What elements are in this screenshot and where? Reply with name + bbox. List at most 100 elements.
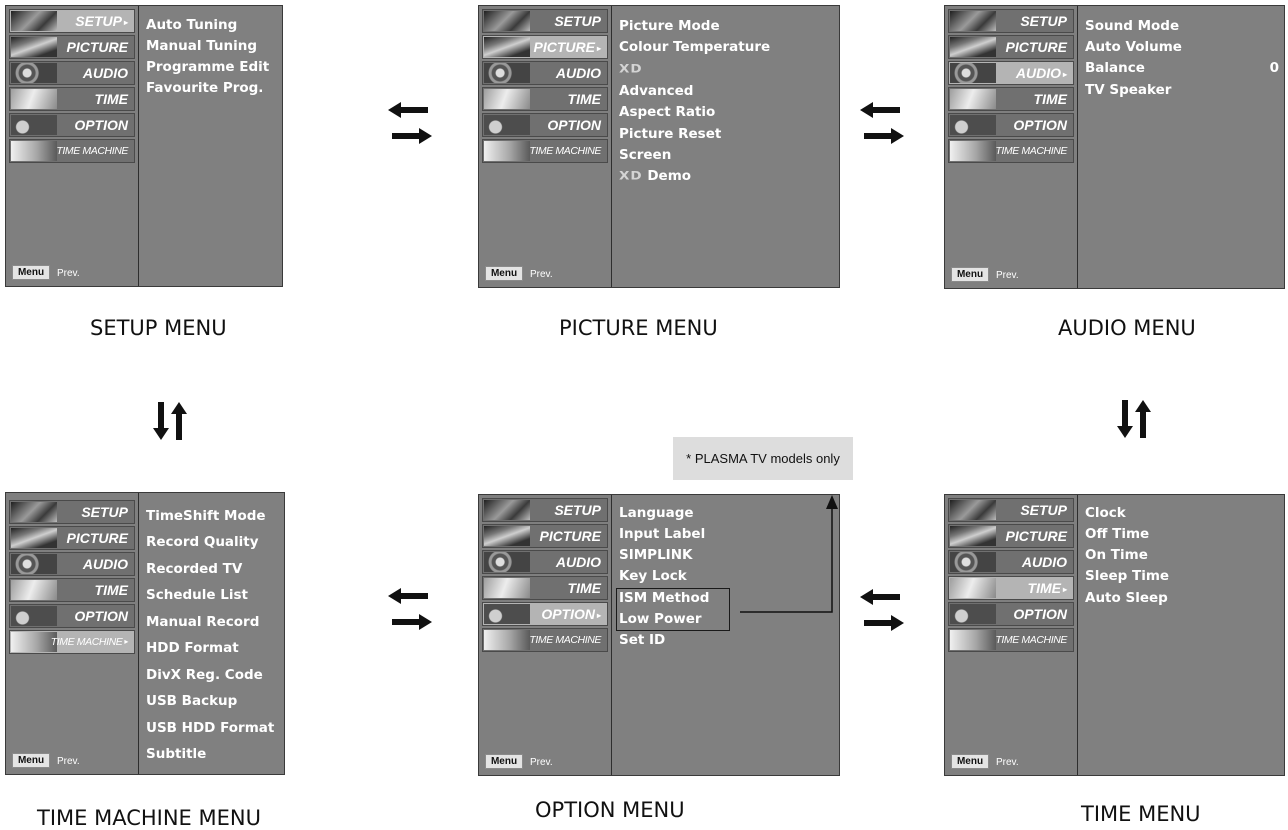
menu-item-divx-reg-code[interactable]: DivX Reg. Code bbox=[146, 667, 263, 683]
sidebar-item-time-machine[interactable]: TIME MACHINE▸ bbox=[948, 628, 1074, 652]
audio-thumbnail-icon bbox=[484, 63, 530, 83]
sidebar-item-label: TIME MACHINE bbox=[995, 634, 1067, 646]
sidebar-item-time[interactable]: TIME▸ bbox=[482, 576, 608, 600]
menu-button[interactable]: Menu bbox=[485, 754, 523, 769]
sidebar-item-audio[interactable]: AUDIO▸ bbox=[9, 61, 135, 85]
menu-item-usb-hdd-format[interactable]: USB HDD Format bbox=[146, 720, 275, 736]
picture-thumbnail-icon bbox=[950, 37, 996, 57]
time-machine-thumbnail-icon bbox=[950, 630, 996, 650]
sidebar-item-picture[interactable]: PICTURE▸ bbox=[948, 35, 1074, 59]
sidebar-item-label: OPTION bbox=[547, 117, 601, 133]
sidebar-item-picture[interactable]: PICTURE▸ bbox=[9, 35, 135, 59]
sidebar-item-option[interactable]: OPTION▸ bbox=[948, 602, 1074, 626]
menu-item-tv-speaker[interactable]: TV Speaker bbox=[1085, 82, 1172, 98]
sidebar-item-time[interactable]: TIME▸ bbox=[482, 87, 608, 111]
sidebar-item-time-machine[interactable]: TIME MACHINE▸ bbox=[482, 139, 608, 163]
menu-item-auto-tuning[interactable]: Auto Tuning bbox=[146, 17, 238, 33]
menu-item-picture-mode[interactable]: Picture Mode bbox=[619, 18, 720, 34]
menu-item-schedule-list[interactable]: Schedule List bbox=[146, 587, 248, 603]
menu-button[interactable]: Menu bbox=[951, 754, 989, 769]
menu-item-recorded-tv[interactable]: Recorded TV bbox=[146, 561, 243, 577]
sidebar-item-audio[interactable]: AUDIO▸ bbox=[948, 550, 1074, 574]
audio-thumbnail-icon bbox=[11, 63, 57, 83]
setup-menu-caption: SETUP MENU bbox=[90, 316, 227, 340]
sidebar-item-setup[interactable]: SETUP▸ bbox=[482, 9, 608, 33]
sidebar-item-time[interactable]: TIME▸ bbox=[9, 578, 135, 602]
sidebar-item-option[interactable]: OPTION▸ bbox=[482, 113, 608, 137]
menu-item-ism-method[interactable]: ISM Method bbox=[619, 590, 710, 606]
menu-item-usb-backup[interactable]: USB Backup bbox=[146, 693, 238, 709]
sidebar-item-time-machine[interactable]: TIME MACHINE▸ bbox=[948, 139, 1074, 163]
menu-item-xd-demo[interactable]: XD Demo bbox=[619, 168, 691, 184]
sidebar-item-picture[interactable]: PICTURE▸ bbox=[482, 35, 608, 59]
menu-item-programme-edit[interactable]: Programme Edit bbox=[146, 59, 270, 75]
sidebar-item-audio[interactable]: AUDIO▸ bbox=[482, 550, 608, 574]
sidebar-item-label: SETUP bbox=[1020, 13, 1067, 29]
menu-item-screen[interactable]: Screen bbox=[619, 147, 672, 163]
sidebar-item-option[interactable]: OPTION▸ bbox=[9, 604, 135, 628]
sidebar-item-time-machine[interactable]: TIME MACHINE▸ bbox=[9, 630, 135, 654]
menu-item-manual-tuning[interactable]: Manual Tuning bbox=[146, 38, 258, 54]
menu-item-set-id[interactable]: Set ID bbox=[619, 632, 666, 648]
sidebar-item-label: OPTION bbox=[74, 117, 128, 133]
sidebar-item-setup[interactable]: SETUP▸ bbox=[948, 9, 1074, 33]
menu-item-sleep-time[interactable]: Sleep Time bbox=[1085, 568, 1170, 584]
menu-item-aspect-ratio[interactable]: Aspect Ratio bbox=[619, 104, 716, 120]
sidebar-item-picture[interactable]: PICTURE▸ bbox=[482, 524, 608, 548]
menu-item-picture-reset[interactable]: Picture Reset bbox=[619, 126, 722, 142]
sidebar-item-setup[interactable]: SETUP▸ bbox=[9, 500, 135, 524]
picture-thumbnail-icon bbox=[484, 37, 530, 57]
sidebar-item-setup[interactable]: SETUP▸ bbox=[482, 498, 608, 522]
menu-item-clock[interactable]: Clock bbox=[1085, 505, 1126, 521]
menu-item-favourite-prog[interactable]: Favourite Prog. bbox=[146, 80, 264, 96]
sidebar-item-option[interactable]: OPTION▸ bbox=[948, 113, 1074, 137]
time-menu-items: Clock Off Time On Time Sleep Time Auto S… bbox=[1078, 495, 1284, 775]
left-right-arrows-icon bbox=[860, 587, 904, 635]
menu-button[interactable]: Menu bbox=[12, 265, 50, 280]
xd-demo-label: Demo bbox=[647, 168, 692, 184]
menu-item-record-quality[interactable]: Record Quality bbox=[146, 534, 259, 550]
menu-item-hdd-format[interactable]: HDD Format bbox=[146, 640, 239, 656]
sidebar-item-time[interactable]: TIME▸ bbox=[9, 87, 135, 111]
menu-item-key-lock[interactable]: Key Lock bbox=[619, 568, 687, 584]
menu-item-advanced[interactable]: Advanced bbox=[619, 83, 694, 99]
sidebar-item-audio[interactable]: AUDIO▸ bbox=[482, 61, 608, 85]
sidebar-item-time-machine[interactable]: TIME MACHINE▸ bbox=[482, 628, 608, 652]
menu-item-low-power[interactable]: Low Power bbox=[619, 611, 702, 627]
option-menu-caption: OPTION MENU bbox=[535, 798, 685, 822]
sidebar-item-setup[interactable]: SETUP▸ bbox=[9, 9, 135, 33]
menu-item-xd[interactable]: XD bbox=[619, 61, 643, 77]
menu-button[interactable]: Menu bbox=[951, 267, 989, 282]
sidebar-item-time[interactable]: TIME▸ bbox=[948, 576, 1074, 600]
menu-item-on-time[interactable]: On Time bbox=[1085, 547, 1148, 563]
menu-item-input-label[interactable]: Input Label bbox=[619, 526, 706, 542]
up-down-arrows-icon bbox=[152, 402, 188, 440]
sidebar-item-label: TIME bbox=[567, 91, 601, 107]
sidebar-item-picture[interactable]: PICTURE▸ bbox=[948, 524, 1074, 548]
sidebar-item-option[interactable]: OPTION▸ bbox=[482, 602, 608, 626]
sidebar-item-setup[interactable]: SETUP▸ bbox=[948, 498, 1074, 522]
menu-item-language[interactable]: Language bbox=[619, 505, 694, 521]
menu-item-manual-record[interactable]: Manual Record bbox=[146, 614, 260, 630]
menu-item-auto-volume[interactable]: Auto Volume bbox=[1085, 39, 1182, 55]
menu-button[interactable]: Menu bbox=[12, 753, 50, 768]
menu-item-simplink[interactable]: SIMPLINK bbox=[619, 547, 693, 563]
time-menu-caption: TIME MENU bbox=[1081, 802, 1201, 826]
sidebar-item-audio[interactable]: AUDIO▸ bbox=[948, 61, 1074, 85]
menu-button[interactable]: Menu bbox=[485, 266, 523, 281]
menu-item-sound-mode[interactable]: Sound Mode bbox=[1085, 18, 1180, 34]
time-menu-panel: SETUP▸ PICTURE▸ AUDIO▸ TIME▸ OPTION▸ TIM… bbox=[944, 494, 1285, 776]
menu-item-auto-sleep[interactable]: Auto Sleep bbox=[1085, 590, 1168, 606]
sidebar-item-time[interactable]: TIME▸ bbox=[948, 87, 1074, 111]
time-machine-menu-panel: SETUP▸ PICTURE▸ AUDIO▸ TIME▸ OPTION▸ TIM… bbox=[5, 492, 285, 775]
sidebar-item-option[interactable]: OPTION▸ bbox=[9, 113, 135, 137]
menu-item-colour-temperature[interactable]: Colour Temperature bbox=[619, 39, 771, 55]
audio-menu-panel: SETUP▸ PICTURE▸ AUDIO▸ TIME▸ OPTION▸ TIM… bbox=[944, 5, 1285, 289]
menu-item-off-time[interactable]: Off Time bbox=[1085, 526, 1150, 542]
menu-item-timeshift-mode[interactable]: TimeShift Mode bbox=[146, 508, 266, 524]
sidebar-item-picture[interactable]: PICTURE▸ bbox=[9, 526, 135, 550]
sidebar-item-audio[interactable]: AUDIO▸ bbox=[9, 552, 135, 576]
sidebar-item-time-machine[interactable]: TIME MACHINE▸ bbox=[9, 139, 135, 163]
menu-item-subtitle[interactable]: Subtitle bbox=[146, 746, 207, 762]
